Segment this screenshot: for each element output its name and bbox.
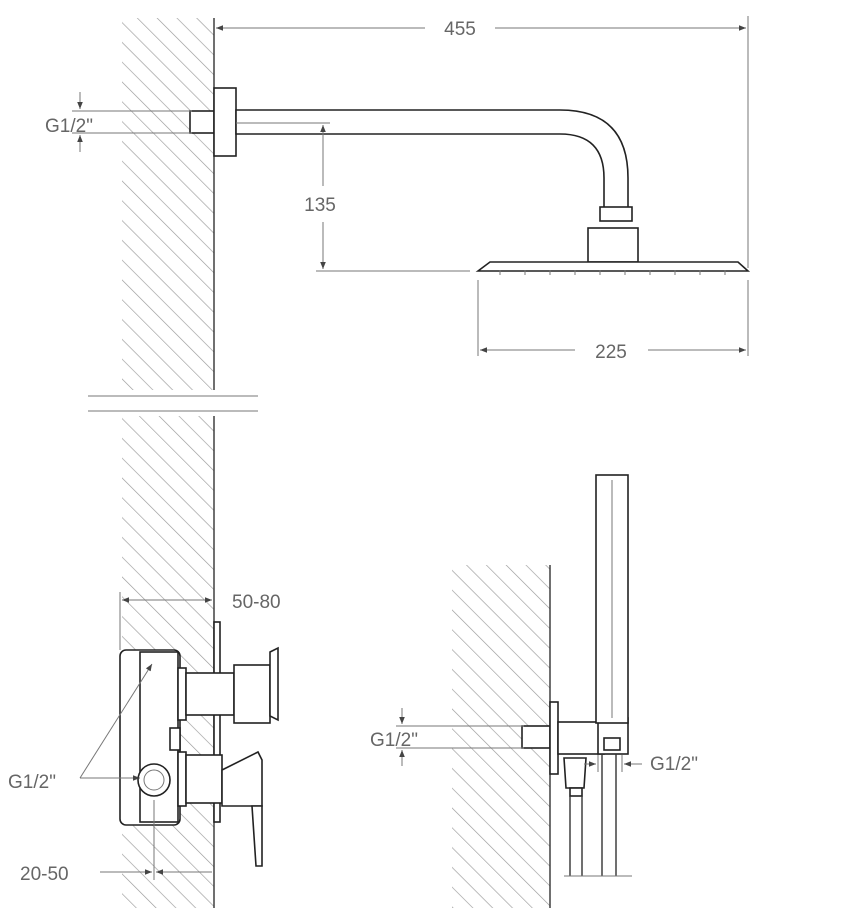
dimension-handshower-outlet-thread: G1/2": [584, 754, 698, 775]
shower-arm-assembly: [189, 87, 751, 275]
dimension-valve-offset: 20-50: [20, 800, 212, 885]
head-width-label: 225: [595, 342, 627, 363]
dimension-valve-inlets: G1/2": [8, 663, 153, 793]
dimension-valve-depth: 50-80: [119, 592, 281, 650]
shower-head-nozzles: [499, 270, 726, 275]
valve-offset-label: 20-50: [20, 864, 69, 885]
dimension-arm-length: 455: [216, 16, 749, 268]
valve-inlets-label: G1/2": [8, 772, 56, 793]
dimension-arm-thread: G1/2": [45, 92, 192, 152]
wall-upper: [122, 18, 215, 390]
arm-drop-label: 135: [304, 195, 336, 216]
handshower-outlet-thread-label: G1/2": [650, 754, 698, 775]
dimension-handshower-wall-thread: G1/2": [370, 708, 524, 766]
valve-depth-label: 50-80: [232, 592, 281, 613]
hand-shower-assembly: [521, 474, 632, 877]
dimension-head-width: 225: [477, 280, 749, 363]
dimension-arm-drop: 135: [236, 122, 470, 272]
arm-thread-label: G1/2": [45, 116, 93, 137]
wall-break-lines: [88, 395, 258, 412]
arm-length-label: 455: [444, 19, 476, 40]
concealed-valve-assembly: [119, 621, 279, 867]
handshower-wall-thread-label: G1/2": [370, 730, 418, 751]
